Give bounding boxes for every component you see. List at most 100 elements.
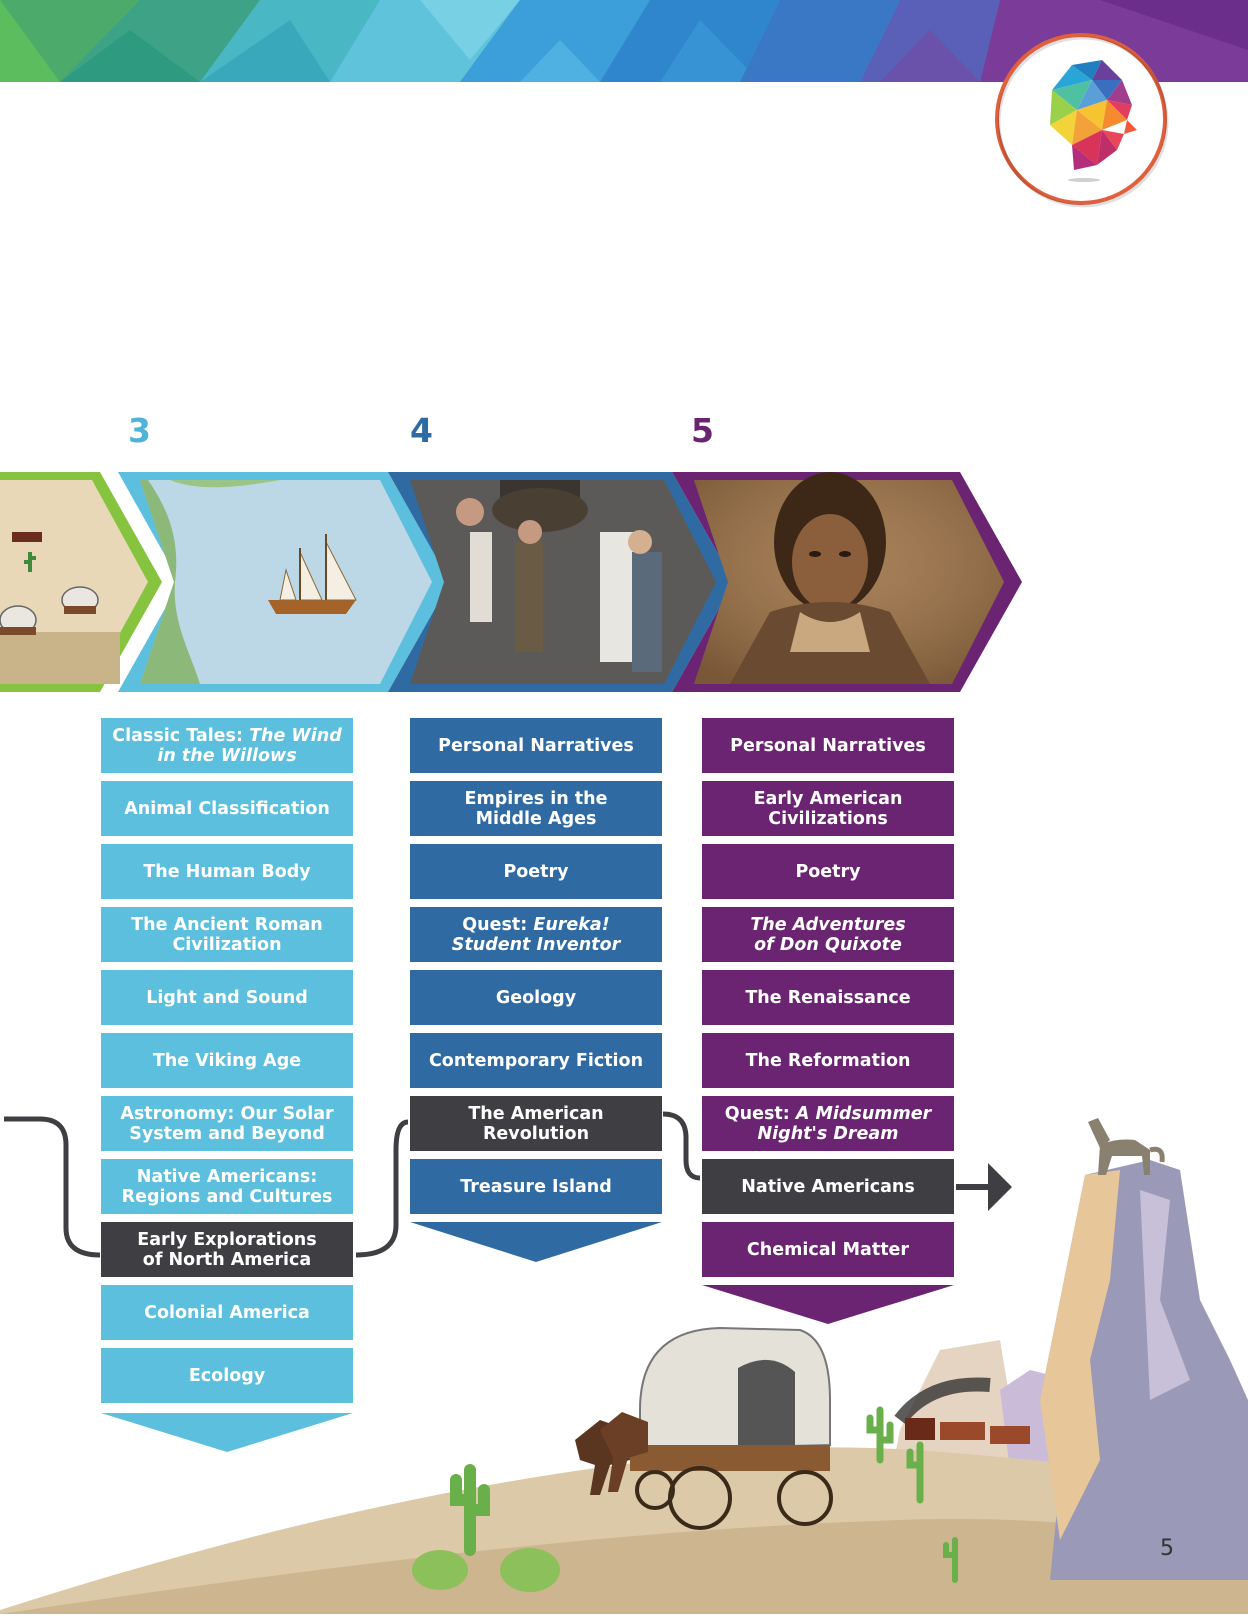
topic-label: Poetry [795,862,860,882]
topic-label: Early American [754,789,903,809]
topic-label: Astronomy: Our Solar [120,1104,333,1124]
topic-label: Personal Narratives [730,736,926,756]
topic-cell: Native Americans:Regions and Cultures [101,1159,353,1214]
cactus-icon [412,1406,958,1592]
topic-text: Animal Classification [124,798,330,819]
topic-text: The Viking Age [152,1050,302,1071]
topic-cell: Poetry [702,844,954,899]
wagon-icon [575,1326,833,1530]
topic-cell: The Reformation [702,1033,954,1088]
wolf-icon [1088,1118,1165,1175]
grade-3-label: 3 [128,411,151,450]
topic-label: Middle Ages [476,809,597,829]
topic-label: The Human Body [143,862,310,882]
topic-text: Revolution [482,1123,590,1144]
topic-text: Middle Ages [475,808,597,829]
topic-cell: Poetry [410,844,662,899]
topic-text: Colonial America [144,1302,310,1323]
wagon-icon [0,586,99,635]
topic-text: Contemporary Fiction [428,1050,644,1071]
topic-text: Regions and Cultures [121,1186,333,1207]
train-icon [894,1377,1030,1444]
topic-text: Native Americans [741,1176,915,1197]
topic-text: in the Willows [157,745,297,766]
topic-label: Empires in the [465,789,608,809]
topic-text: The Human Body [143,861,311,882]
topic-text: of Don Quixote [754,934,902,955]
topic-label: Personal Narratives [438,736,634,756]
topic-cell: Personal Narratives [410,718,662,773]
topic-label: Civilizations [768,809,888,829]
topic-text: Quest: [724,1103,796,1124]
topic-text: Light and Sound [146,987,308,1008]
topic-cell: The Human Body [101,844,353,899]
topic-text: The Adventures [750,914,906,935]
topic-label: Regions and Cultures [122,1187,333,1207]
topic-text: Poetry [503,861,569,882]
topic-text: Treasure Island [460,1176,612,1197]
page-number: 5 [1160,1536,1174,1561]
topic-text: The American [468,1103,604,1124]
topic-label: Treasure Island [460,1177,612,1197]
topic-label: The Adventures [750,915,905,935]
topic-text: Early Explorations [137,1229,317,1250]
grade-5-label: 5 [691,411,714,450]
topic-cell: The Renaissance [702,970,954,1025]
topic-label: Light and Sound [146,988,308,1008]
topic-label: Night's Dream [758,1124,899,1144]
topic-text: Ecology [188,1365,266,1386]
topic-label: Ecology [189,1366,265,1386]
topic-cell: Ecology [101,1348,353,1403]
topic-text: The Reformation [745,1050,911,1071]
topic-cell: The Viking Age [101,1033,353,1088]
topic-label: Quest: A Midsummer [725,1104,932,1124]
topic-label: The Viking Age [153,1051,301,1071]
topic-cell: Contemporary Fiction [410,1033,662,1088]
topic-label: Geology [496,988,576,1008]
topic-cell: Personal Narratives [702,718,954,773]
topic-label: The Reformation [746,1051,911,1071]
topic-text: Empires in the [464,788,608,809]
topic-label: The Renaissance [745,988,910,1008]
topic-text: A Midsummer [795,1103,932,1124]
topic-cell: Native Americans [702,1159,954,1214]
topic-label: Student Inventor [452,935,620,955]
topic-cell: Chemical Matter [702,1222,954,1277]
topic-label: Colonial America [144,1303,310,1323]
topic-label: Revolution [483,1124,589,1144]
topic-label: Early Explorations [137,1230,316,1250]
topic-cell: Colonial America [101,1285,353,1340]
topic-cell: Treasure Island [410,1159,662,1214]
topic-text: The Wind [249,725,342,746]
sailing-ship-icon [268,534,357,614]
topic-label: Poetry [503,862,568,882]
topic-label: Native Americans: [137,1167,318,1187]
brain-head-logo-icon [992,30,1170,208]
topic-text: Native Americans: [136,1166,318,1187]
topic-text: Student Inventor [451,934,621,955]
topic-cell: Animal Classification [101,781,353,836]
topic-text: Personal Narratives [438,735,634,756]
topic-text: Civilization [172,934,282,955]
topic-cell: Quest: Eureka!Student Inventor [410,907,662,962]
topic-text: Classic Tales: [112,725,250,746]
topic-text: The Ancient Roman [131,914,323,935]
topic-label: Chemical Matter [747,1240,909,1260]
topic-cell: Geology [410,970,662,1025]
topic-label: in the Willows [157,746,296,766]
topic-text: Quest: [462,914,534,935]
topic-label: Civilization [172,935,281,955]
topic-text: Astronomy: Our Solar [120,1103,334,1124]
topic-text: Poetry [795,861,861,882]
topic-text: Night's Dream [757,1123,899,1144]
topic-text: Civilizations [768,808,888,829]
